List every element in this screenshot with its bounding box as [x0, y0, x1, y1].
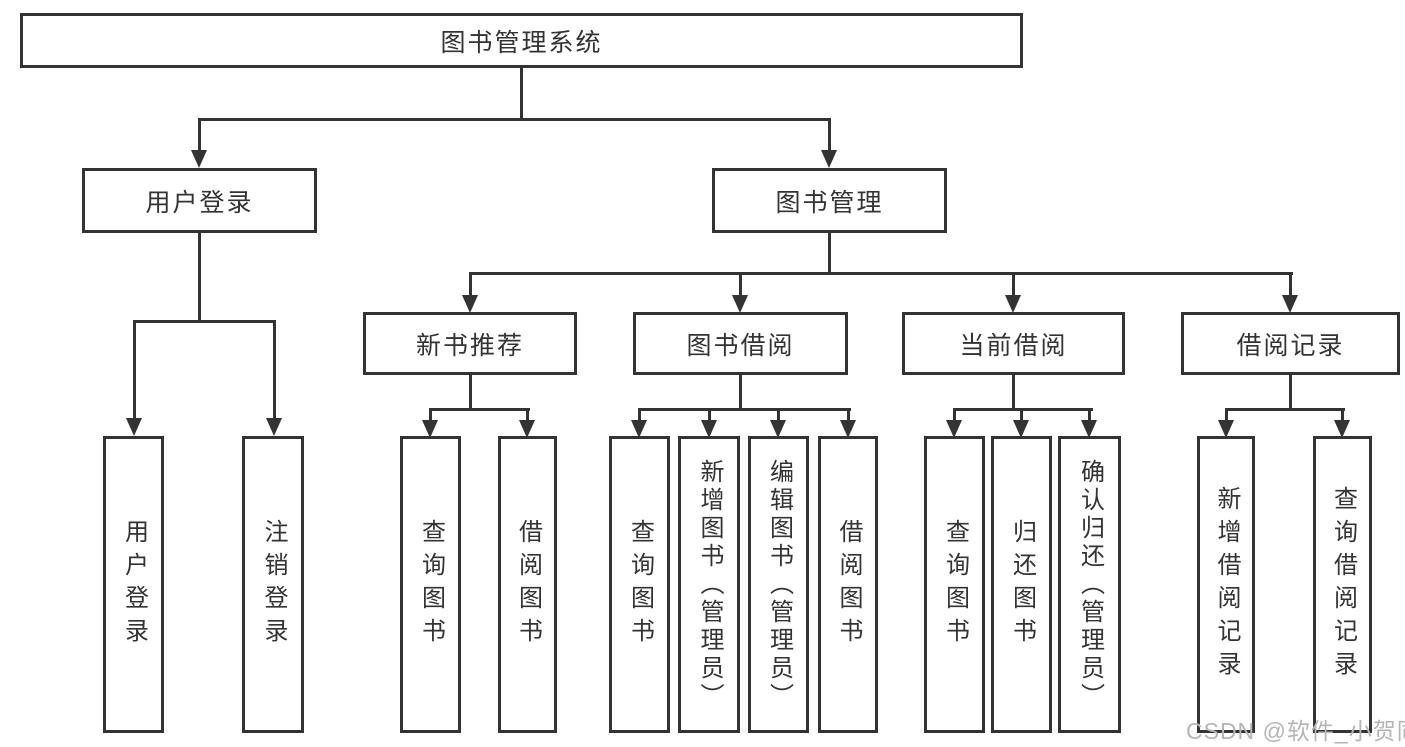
leaf-return-books: 归还图书 — [991, 436, 1052, 733]
edge-curborrow-leaf2-shaft — [1020, 408, 1023, 422]
edge-records-leaf1-shaft — [1225, 408, 1228, 422]
edge-root-rail — [198, 118, 831, 121]
node-current-borrowing: 当前借阅 — [902, 312, 1125, 375]
edge-userlogin-stem — [198, 233, 201, 322]
leaf-recommend-borrow-books: 借阅图书 — [498, 436, 557, 733]
leaf-add-books-admin: 新增图书（管理员） — [678, 436, 740, 733]
edge-bookborrow-shaft — [739, 272, 742, 298]
arrow-down-icon — [1081, 420, 1097, 438]
leaf-query-borrow-record-label: 查询借阅记录 — [1329, 485, 1357, 684]
leaf-current-query-books: 查询图书 — [924, 436, 985, 733]
node-borrowing-records: 借阅记录 — [1181, 312, 1400, 375]
edge-bookborrow-leaf3-shaft — [777, 408, 780, 422]
edge-curborrow-stem — [1012, 375, 1015, 411]
edge-root-bookmgmt-shaft — [828, 118, 831, 152]
edge-newbook-stem — [469, 375, 472, 411]
arrow-down-icon — [422, 420, 438, 438]
edge-newbook-rail — [429, 408, 530, 411]
edge-records-leaf2-shaft — [1341, 408, 1344, 422]
arrow-down-icon — [1013, 420, 1029, 438]
leaf-borrowing-borrow-books-label: 借阅图书 — [835, 518, 862, 651]
leaf-current-query-books-label: 查询图书 — [941, 518, 969, 651]
edge-records-shaft — [1289, 272, 1292, 298]
node-book-borrowing: 图书借阅 — [633, 312, 848, 375]
edge-bookmgmt-stem — [828, 233, 831, 274]
edge-userlogin-leaf1-shaft — [133, 320, 136, 420]
arrow-down-icon — [266, 418, 282, 436]
arrow-down-icon — [732, 295, 748, 313]
leaf-logout-label: 注销登录 — [260, 518, 287, 651]
node-user-login: 用户登录 — [82, 168, 317, 233]
arrow-down-icon — [631, 420, 647, 438]
arrow-down-icon — [1282, 295, 1298, 313]
arrow-down-icon — [701, 420, 717, 438]
edge-curborrow-rail — [953, 408, 1093, 411]
arrow-down-icon — [462, 295, 478, 313]
node-borrowing-records-label: 借阅记录 — [1236, 331, 1345, 360]
edge-bookborrow-leaf1-shaft — [638, 408, 641, 422]
node-book-management-label: 图书管理 — [775, 188, 884, 217]
leaf-recommend-query-books: 查询图书 — [400, 436, 461, 733]
arrow-down-icon — [1005, 295, 1021, 313]
leaf-confirm-return-admin: 确认归还（管理员） — [1058, 436, 1121, 733]
arrow-down-icon — [770, 420, 786, 438]
leaf-return-books-label: 归还图书 — [1008, 518, 1036, 651]
edge-curborrow-leaf3-shaft — [1088, 408, 1091, 422]
node-current-borrowing-label: 当前借阅 — [959, 331, 1068, 360]
leaf-borrowing-query-books: 查询图书 — [609, 436, 670, 733]
leaf-add-books-admin-label: 新增图书（管理员） — [696, 458, 723, 711]
edge-root-stem — [520, 68, 523, 120]
csdn-watermark: CSDN @软件_小贺同学 — [1186, 718, 1405, 744]
leaf-edit-books-admin-label: 编辑图书（管理员） — [765, 458, 793, 711]
node-book-borrowing-label: 图书借阅 — [686, 331, 795, 360]
leaf-confirm-return-admin-label: 确认归还（管理员） — [1076, 458, 1104, 711]
leaf-recommend-query-books-label: 查询图书 — [417, 518, 445, 651]
edge-bookborrow-leaf2-shaft — [708, 408, 711, 422]
edge-newbook-leaf1-shaft — [429, 408, 432, 422]
arrow-down-icon — [1334, 420, 1350, 438]
leaf-borrowing-borrow-books: 借阅图书 — [818, 436, 878, 733]
edge-userlogin-rail — [133, 320, 276, 323]
arrow-down-icon — [519, 420, 535, 438]
edge-records-stem — [1289, 375, 1292, 411]
edge-userlogin-leaf2-shaft — [273, 320, 276, 420]
edge-root-userlogin-shaft — [198, 118, 201, 152]
leaf-user-login: 用户登录 — [103, 436, 164, 733]
arrow-down-icon — [191, 150, 207, 168]
arrow-down-icon — [840, 420, 856, 438]
leaf-borrowing-query-books-label: 查询图书 — [626, 518, 654, 651]
leaf-logout: 注销登录 — [242, 436, 304, 733]
edge-curborrow-leaf1-shaft — [953, 408, 956, 422]
edge-bookborrow-rail — [638, 408, 851, 411]
leaf-recommend-borrow-books-label: 借阅图书 — [514, 518, 542, 651]
edge-newbook-shaft — [469, 272, 472, 298]
leaf-user-login-label: 用户登录 — [120, 518, 148, 651]
edge-newbook-leaf2-shaft — [526, 408, 529, 422]
edge-bookborrow-stem — [739, 375, 742, 411]
leaf-edit-books-admin: 编辑图书（管理员） — [748, 436, 809, 733]
leaf-query-borrow-record: 查询借阅记录 — [1313, 436, 1372, 733]
edge-bookborrow-leaf4-shaft — [847, 408, 850, 422]
arrow-down-icon — [821, 150, 837, 168]
arrow-down-icon — [946, 420, 962, 438]
node-new-book-recommend: 新书推荐 — [363, 312, 577, 375]
edge-curborrow-shaft — [1012, 272, 1015, 298]
arrow-down-icon — [126, 418, 142, 436]
leaf-add-borrow-record-label: 新增借阅记录 — [1213, 485, 1240, 684]
node-root: 图书管理系统 — [20, 13, 1023, 68]
arrow-down-icon — [1218, 420, 1234, 438]
edge-records-rail — [1225, 408, 1345, 411]
edge-bookmgmt-rail — [469, 272, 1293, 275]
leaf-add-borrow-record: 新增借阅记录 — [1197, 436, 1255, 733]
node-user-login-label: 用户登录 — [145, 188, 254, 217]
node-new-book-recommend-label: 新书推荐 — [415, 331, 524, 360]
node-book-management: 图书管理 — [712, 168, 947, 233]
node-root-label: 图书管理系统 — [440, 28, 603, 57]
